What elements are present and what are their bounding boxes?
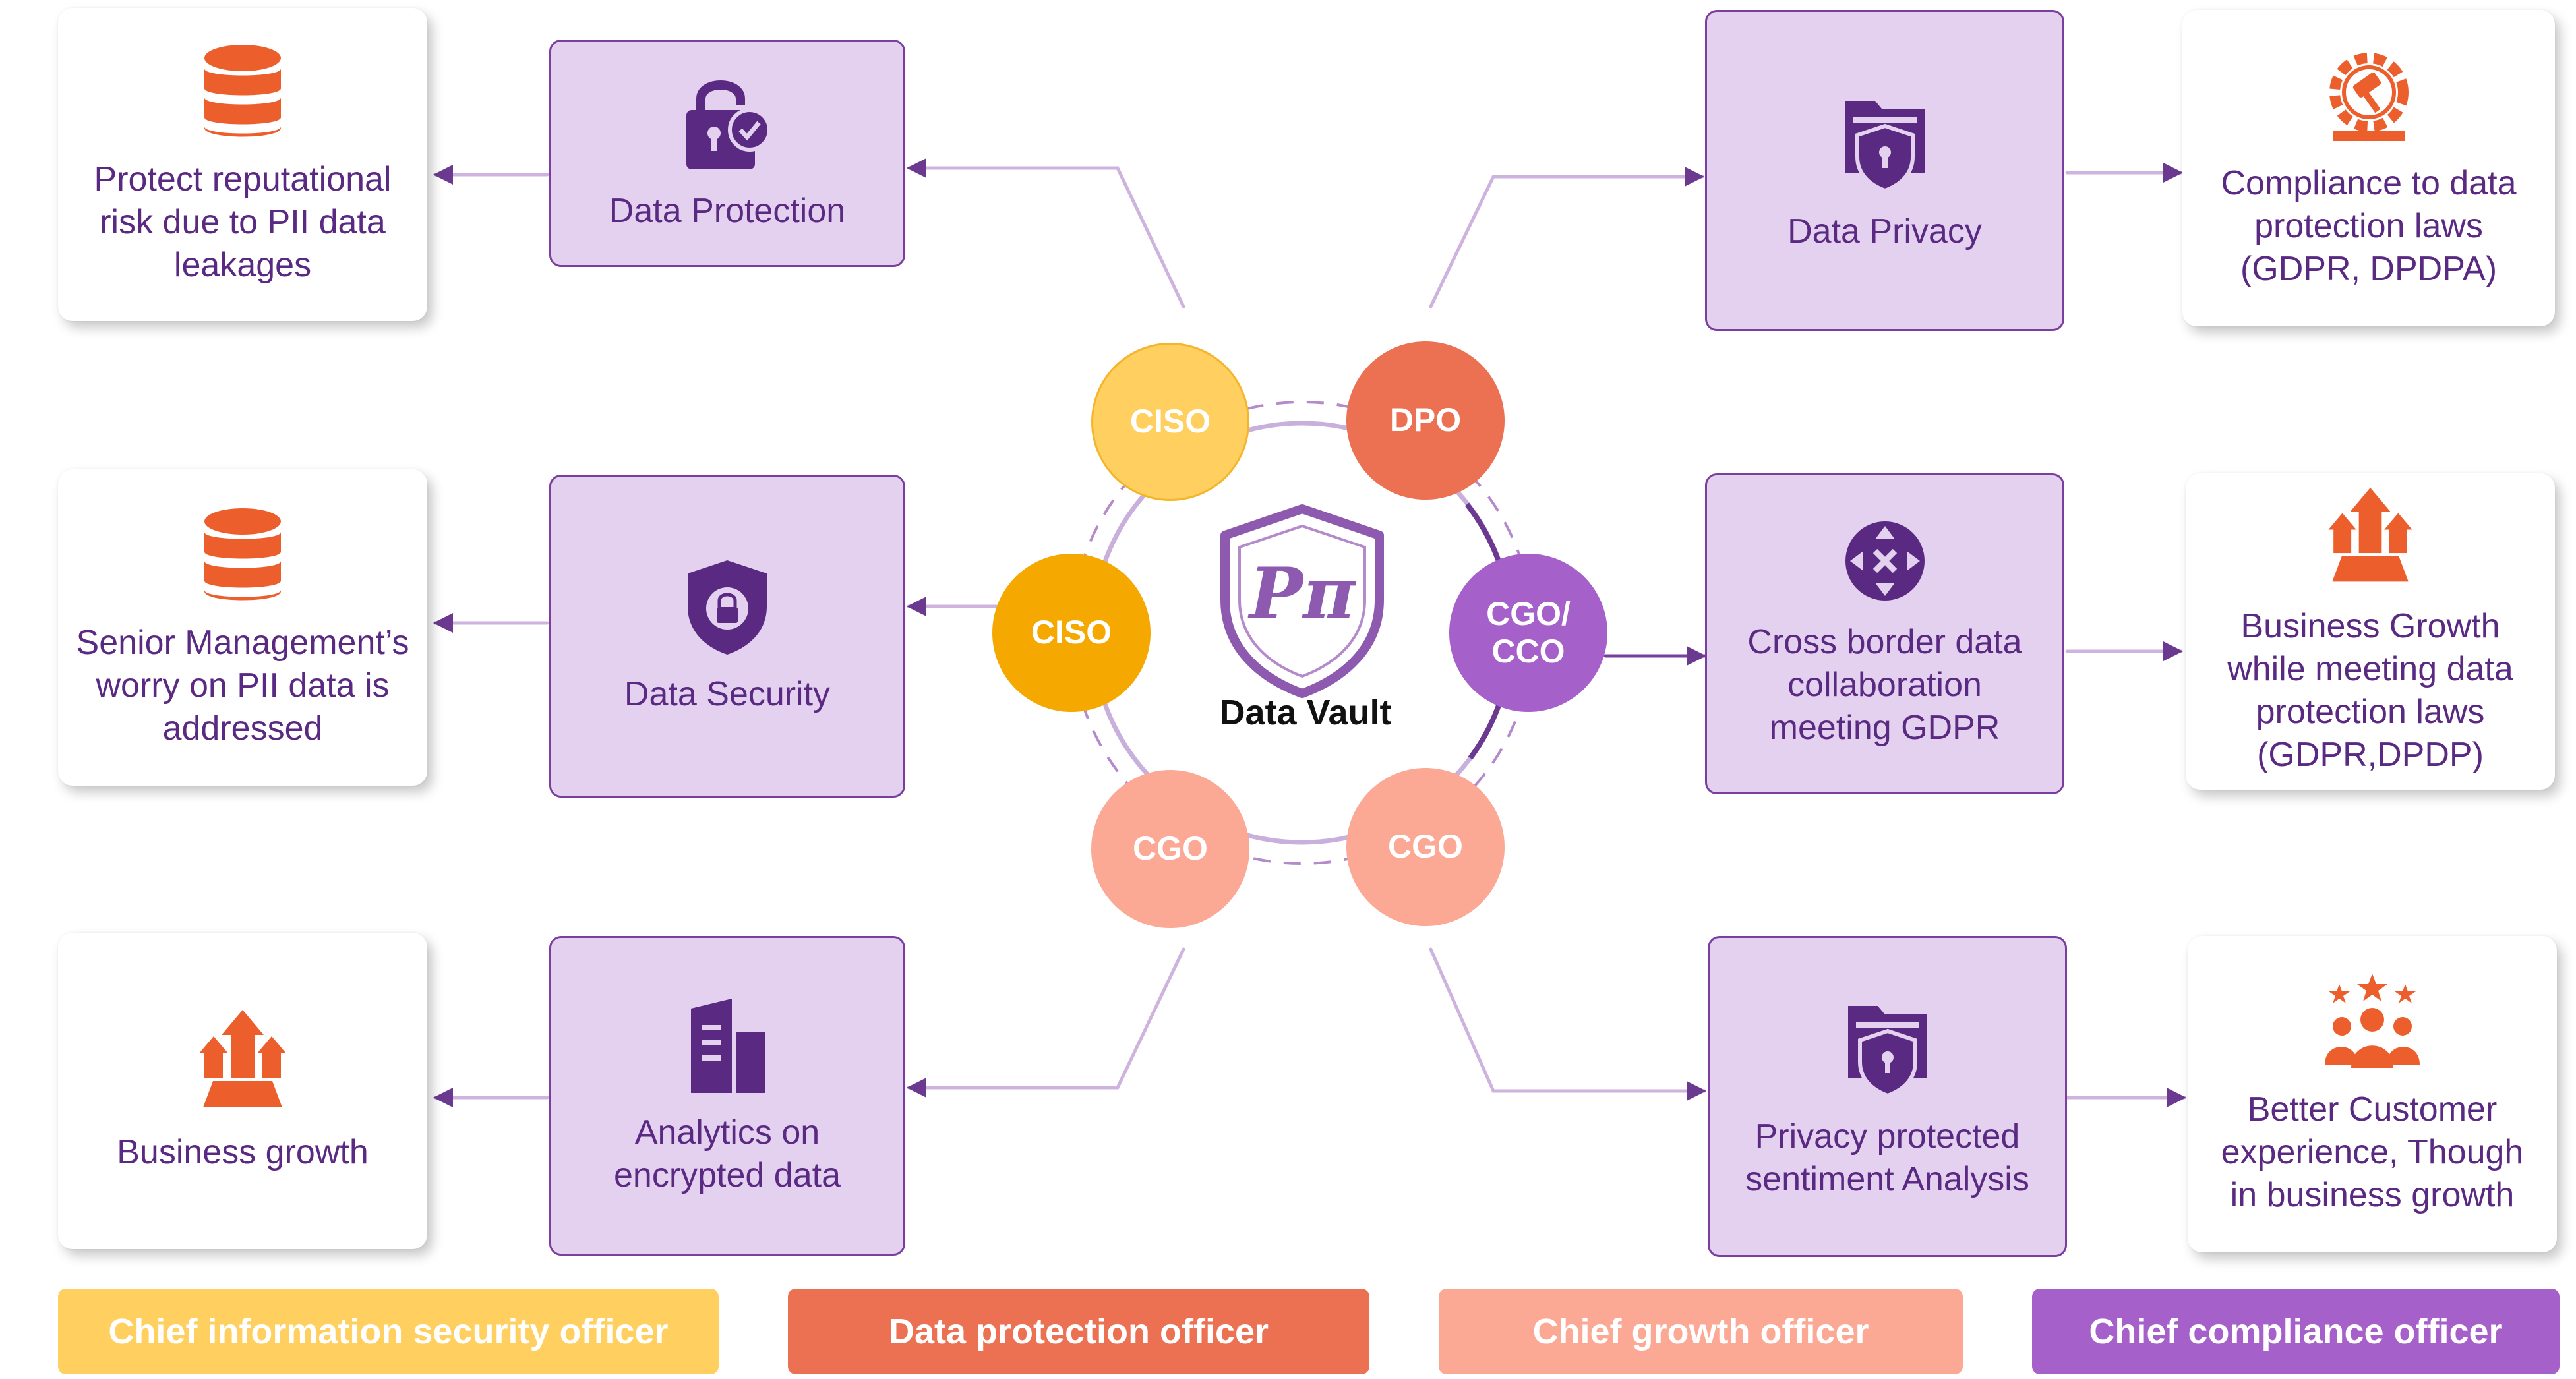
- feature-text: Data Protection: [609, 192, 846, 230]
- outcome-text: Senior Management’s worry on PII data is…: [76, 623, 409, 748]
- customer-stars-icon: [2325, 973, 2420, 1068]
- feature-data-security: Data Security: [549, 475, 905, 798]
- feature-text: Cross border data collaboration meeting …: [1747, 623, 2022, 747]
- outcome-compliance: Compliance to data protection laws (GDPR…: [2182, 10, 2555, 326]
- folder-shield-icon: [1845, 101, 1925, 193]
- role-circle-dpo: DPO: [1346, 341, 1505, 500]
- connector-ciso-protection: [907, 158, 1185, 308]
- role-circle-cgo-cco: CGO/ CCO: [1449, 554, 1607, 712]
- outcome-text: Business Growth while meeting data prote…: [2227, 607, 2513, 774]
- role-circle-cgo-bottom-right: CGO: [1346, 768, 1505, 926]
- feature-analytics: Analytics on encrypted data: [549, 936, 905, 1256]
- database-icon: [204, 508, 281, 600]
- data-vault-label: Data Vault: [1219, 693, 1392, 732]
- logo-text: Pπ: [1249, 552, 1356, 635]
- outcome-text: Better Customer experience, Though in bu…: [2221, 1090, 2524, 1214]
- outcome-senior-management: Senior Management’s worry on PII data is…: [58, 469, 427, 786]
- feature-text: Analytics on encrypted data: [613, 1113, 841, 1194]
- shield-lock-icon: [688, 560, 767, 655]
- feature-cross-border: Cross border data collaboration meeting …: [1705, 473, 2064, 794]
- outcome-reputational: Protect reputational risk due to PII dat…: [58, 8, 427, 321]
- connector-cgo-analytics: [907, 947, 1185, 1098]
- connector-cgo-sentiment: [1429, 947, 1706, 1101]
- padlock-check-icon: [686, 80, 771, 169]
- feature-text: Data Privacy: [1787, 212, 1982, 250]
- connector-dpo-privacy: [1429, 167, 1704, 308]
- feature-data-privacy: Data Privacy: [1705, 10, 2064, 331]
- outcome-business-growth: Business growth: [58, 933, 427, 1249]
- legend-cgo: Chief growth officer: [1439, 1289, 1963, 1374]
- growth-arrows-icon: [2328, 487, 2412, 582]
- role-circle-ciso-left: CISO: [992, 554, 1151, 712]
- outcome-text: Protect reputational risk due to PII dat…: [94, 160, 392, 284]
- growth-arrows-icon: [199, 1009, 286, 1107]
- outcome-customer-experience: Better Customer experience, Though in bu…: [2188, 936, 2557, 1252]
- feature-sentiment-analysis: Privacy protected sentiment Analysis: [1708, 936, 2067, 1257]
- role-circle-cgo-bottom-left: CGO: [1091, 770, 1249, 928]
- outcome-text: Compliance to data protection laws (GDPR…: [2221, 163, 2517, 288]
- feature-text: Data Security: [624, 674, 831, 713]
- gavel-gear-icon: [2329, 52, 2409, 141]
- data-vault-logo: Pπ: [1213, 501, 1391, 699]
- legend-ciso: Chief information security officer: [58, 1289, 719, 1374]
- feature-data-protection: Data Protection: [549, 40, 905, 267]
- database-icon: [204, 45, 281, 137]
- shield-logo-icon: [1220, 504, 1384, 698]
- cross-border-icon: [1845, 521, 1925, 601]
- folder-shield-icon: [1847, 1005, 1927, 1098]
- building-icon: [691, 998, 765, 1093]
- outcome-business-growth-laws: Business Growth while meeting data prote…: [2186, 473, 2555, 790]
- role-circle-ciso-top: CISO: [1091, 343, 1249, 501]
- feature-text: Privacy protected sentiment Analysis: [1745, 1117, 2029, 1198]
- outcome-text: Business growth: [117, 1132, 369, 1171]
- legend-dpo: Data protection officer: [788, 1289, 1369, 1374]
- legend-cco: Chief compliance officer: [2032, 1289, 2560, 1374]
